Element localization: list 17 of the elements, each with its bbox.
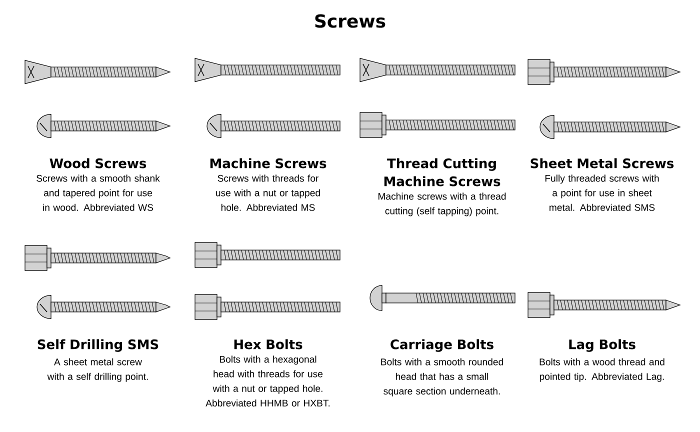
item-heading: Lag Bolts: [569, 339, 636, 352]
item-heading: Wood Screws: [50, 158, 146, 168]
item-heading: Thread Cutting Machine Screws: [384, 158, 500, 186]
item-description: Screws with threads for use with a nut or tapped hole. Abbreviated MS: [216, 174, 320, 211]
item-description: Screws with a smooth shank and tapered point for use in wood. Abbreviated WS: [36, 174, 160, 211]
item-description: Bolts with a hexagonal head with threads for use with a nut or tapped hole. Abbreviated HHMB or HXBT.: [206, 356, 330, 407]
item-heading: Hex Bolts: [234, 339, 302, 350]
item-heading: Carriage Bolts: [390, 339, 494, 352]
title: Screws: [315, 14, 386, 28]
item-description: Bolts with a wood thread and pointed tip. Abbreviated Lag.: [540, 358, 664, 382]
item-description: Machine screws with a thread cutting (self tapping) point.: [378, 192, 506, 216]
item-description: Bolts with a smooth rounded head that has a small square section underneath.: [381, 358, 503, 396]
item-heading: Self Drilling SMS: [38, 339, 158, 352]
item-heading: Machine Screws: [210, 158, 326, 168]
item-description: A sheet metal screw with a self drilling point.: [47, 358, 148, 382]
item-heading: Sheet Metal Screws: [530, 158, 674, 168]
item-description: Fully threaded screws with a point for use in sheet metal. Abbreviated SMS: [545, 174, 659, 211]
